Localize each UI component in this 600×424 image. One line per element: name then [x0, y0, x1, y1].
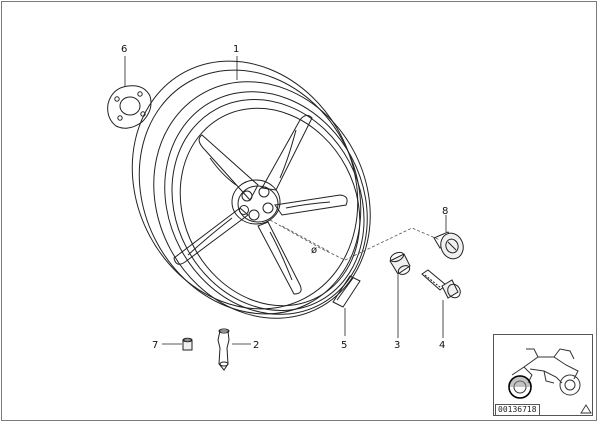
- callout-1: 1: [233, 44, 239, 55]
- wheel-hub: [231, 179, 281, 225]
- axle-plug: [433, 231, 464, 260]
- reference-number: 00136718: [495, 404, 540, 416]
- motorcycle-icon: [508, 348, 581, 399]
- callout-6: 6: [121, 44, 127, 55]
- callout-4: 4: [439, 340, 445, 351]
- axle-line: [269, 219, 441, 261]
- callout-8: 8: [442, 206, 448, 217]
- hex-bolt: [421, 269, 461, 299]
- motorcycle-thumbnail: [493, 334, 593, 416]
- callout-3: 3: [394, 340, 400, 351]
- tire-valve: [217, 328, 230, 371]
- callout-2: 2: [253, 340, 259, 351]
- wheel-spokes: [173, 114, 348, 295]
- spacer-sleeve: [389, 251, 411, 275]
- leader-lines: [124, 56, 447, 345]
- axle-line-2: [281, 225, 331, 253]
- balance-weight: [332, 275, 361, 308]
- callout-7: 7: [152, 340, 158, 351]
- triangle-icon: [580, 404, 592, 416]
- callout-5: 5: [341, 340, 347, 351]
- valve-cap: [182, 337, 193, 351]
- cast-wheel: ø: [131, 60, 371, 319]
- svg-text:ø: ø: [311, 245, 317, 256]
- brake-disc-carrier: [107, 85, 152, 129]
